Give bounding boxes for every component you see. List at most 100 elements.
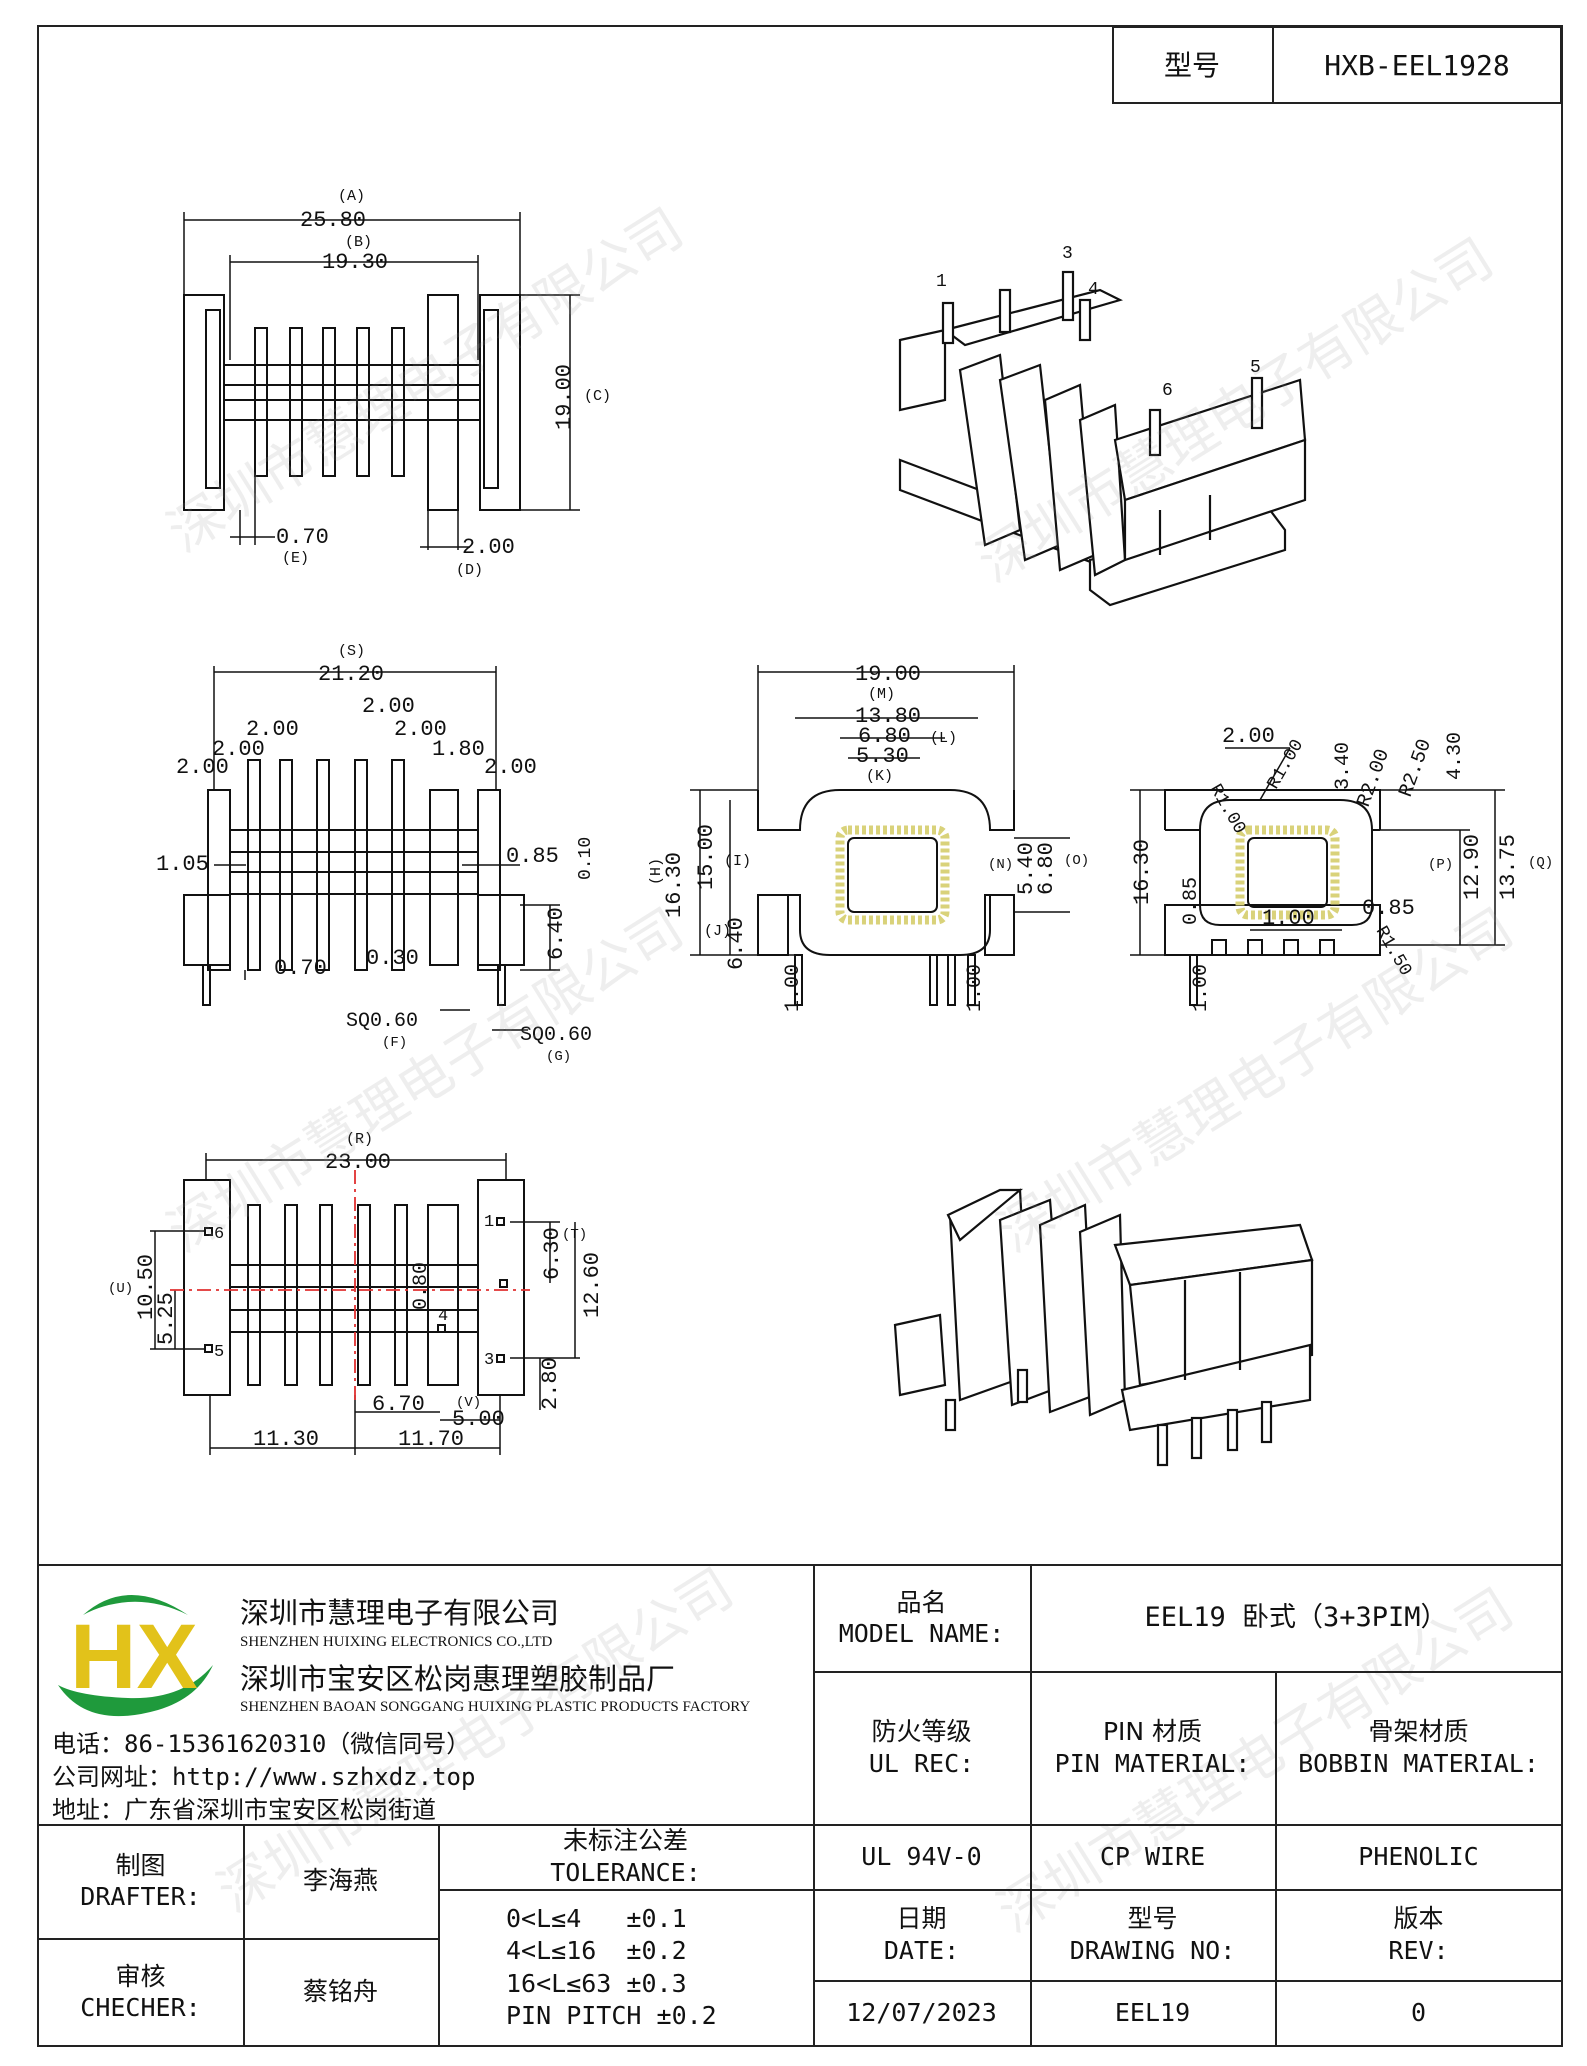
rev-value: 0	[1410, 1998, 1427, 2028]
dim-label: (K)	[866, 768, 893, 785]
dim-label: (G)	[546, 1049, 571, 1065]
date-cn: 日期	[896, 1904, 947, 1934]
dim-label: SQ0.60	[346, 1010, 418, 1033]
dim-label: 5.40	[1014, 842, 1039, 895]
drawing-no-value: EEL19	[1114, 1998, 1191, 2028]
tolerance-list: 0<L≤4 ±0.1 4<L≤16 ±0.2 16<L≤63 ±0.3 PIN …	[438, 1889, 813, 2046]
dim-label: 10.50	[134, 1254, 159, 1320]
pin-number: 5	[1250, 358, 1261, 378]
logo-letters: HX	[70, 1606, 198, 1708]
dim-label: (V)	[456, 1395, 481, 1411]
model-name-value: EEL19 卧式（3+3PIM）	[1144, 1602, 1448, 1634]
dim-label: 16.30	[1130, 839, 1155, 905]
dim-label: 25.80	[300, 208, 366, 233]
rev-cn: 版本	[1393, 1904, 1444, 1934]
dim-label: (F)	[382, 1035, 407, 1051]
dim-label: 2.00	[362, 694, 415, 719]
dim-label: R2.50	[1395, 736, 1437, 800]
company-logo: HX	[58, 1595, 213, 1717]
date-value: 12/07/2023	[846, 1998, 997, 2028]
dim-label: 16.30	[662, 852, 687, 918]
dim-label: (N)	[988, 857, 1013, 873]
drafter-label: 制图 DRAFTER:	[38, 1824, 243, 1938]
dim-label: 2.00	[484, 755, 537, 780]
dim-label: 2.80	[538, 1357, 563, 1410]
dim-label: (M)	[868, 686, 895, 703]
dim-label: 2.00	[176, 755, 229, 780]
dim-label: 2.00	[462, 535, 515, 560]
dim-label: (Q)	[1528, 855, 1553, 871]
dim-label: 5.00	[452, 1407, 505, 1432]
model-name-label: 品名 MODEL NAME:	[813, 1565, 1030, 1671]
pin-number: 3	[1062, 244, 1073, 264]
dim-label: 19.30	[322, 250, 388, 275]
top-view	[183, 212, 580, 550]
dim-label: 5.25	[154, 1292, 179, 1345]
dim-label: 0.30	[366, 946, 419, 971]
sheet-frame	[37, 25, 1563, 2047]
company-phone: 电话：86-15361620310（微信同号）	[52, 1730, 471, 1758]
dim-label: 0.85	[1362, 896, 1415, 921]
dim-label: 0.70	[274, 956, 327, 981]
dim-label: (P)	[1428, 857, 1453, 873]
bobbin-material-cn: 骨架材质	[1368, 1717, 1469, 1747]
dim-label: 1.05	[156, 852, 209, 877]
dim-label: 1.80	[432, 737, 485, 762]
side-view	[183, 666, 560, 1031]
fire-rating-label: 防火等级 UL REC:	[813, 1671, 1030, 1824]
tolerance-row: 0<L≤4 ±0.1	[506, 1903, 687, 1933]
checker-name: 蔡铭舟	[302, 1977, 378, 2007]
dim-label: 12.60	[580, 1252, 605, 1318]
company-name-1-en: SHENZHEN HUIXING ELECTRONICS CO.,LTD	[240, 1634, 553, 1650]
dim-label: (S)	[338, 643, 365, 660]
pin-number: 1	[936, 272, 947, 292]
rev-label: 版本 REV:	[1275, 1889, 1562, 1980]
dim-label: 3.40	[1332, 742, 1355, 790]
dim-label: 2.00	[1222, 724, 1275, 749]
dim-label: (D)	[456, 562, 483, 579]
checker-en: CHECHER:	[80, 1993, 201, 2022]
tolerance-cn: 未标注公差	[562, 1826, 688, 1856]
company-name-1: 深圳市慧理电子有限公司	[240, 1596, 560, 1630]
dim-label: SQ0.60	[520, 1024, 592, 1047]
dim-label: (T)	[562, 1227, 587, 1243]
model-header-box	[1112, 26, 1562, 104]
dim-label: 1.00	[1190, 964, 1213, 1012]
fire-rating-value: UL 94V-0	[861, 1841, 982, 1871]
dim-label: 6.80	[1034, 842, 1059, 895]
dim-label: 23.00	[325, 1150, 391, 1175]
dim-label: 6.80	[858, 724, 911, 749]
pin-number: 6	[1162, 381, 1173, 401]
dim-label: (R)	[346, 1131, 373, 1148]
isometric-view-top	[898, 270, 1307, 607]
dim-label: 6.70	[372, 1392, 425, 1417]
drafter-name: 李海燕	[302, 1866, 378, 1896]
pin-number: 4	[1088, 280, 1099, 300]
dim-label: 11.70	[398, 1427, 464, 1452]
tolerance-row: 16<L≤63 ±0.3	[506, 1968, 687, 1998]
bobbin-material-en: BOBBIN MATERIAL:	[1298, 1748, 1539, 1778]
dim-label: 6.40	[544, 907, 569, 960]
dim-label: 15.00	[694, 824, 719, 890]
tolerance-row: 4<L≤16 ±0.2	[506, 1936, 687, 1965]
pin-material-label: PIN 材质 PIN MATERIAL:	[1030, 1671, 1275, 1824]
rev-en: REV:	[1388, 1935, 1449, 1965]
pin-material-value: CP WIRE	[1099, 1841, 1206, 1871]
fire-rating-cn: 防火等级	[871, 1717, 972, 1747]
tolerance-row: PIN PITCH ±0.2	[506, 2001, 717, 2030]
dim-label: 2.00	[246, 717, 299, 742]
dim-label: (C)	[584, 388, 611, 405]
dim-label: (O)	[1064, 853, 1089, 869]
dim-label: 1.00	[782, 964, 805, 1012]
drafter-cn: 制图	[115, 1850, 166, 1880]
date-en: DATE:	[883, 1935, 960, 1965]
bobbin-material-value: PHENOLIC	[1358, 1841, 1479, 1871]
company-name-2-en: SHENZHEN BAOAN SONGGANG HUIXING PLASTIC …	[240, 1699, 751, 1715]
drawing-no-cn: 型号	[1127, 1904, 1178, 1934]
dim-label: 1.00	[964, 964, 987, 1012]
dim-label: 0.10	[576, 837, 596, 880]
fire-rating-en: UL REC:	[868, 1748, 975, 1778]
checker-label: 审核 CHECHER:	[38, 1938, 243, 2046]
date-label: 日期 DATE:	[813, 1889, 1030, 1980]
checker-cn: 审核	[115, 1961, 166, 1991]
